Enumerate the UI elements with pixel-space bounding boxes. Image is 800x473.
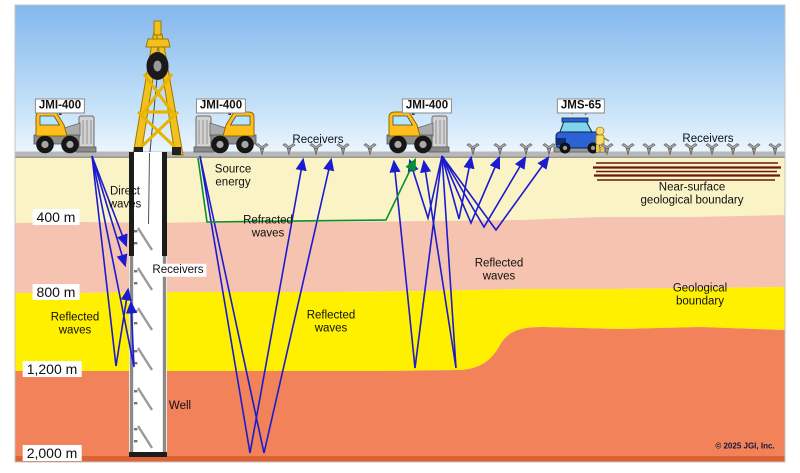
label-direct-waves: Direct waves (108, 185, 142, 211)
vehicle-label-jmi400-1: JMI-400 (34, 98, 86, 114)
depth-marker-400m: 400 m (32, 209, 80, 225)
well-receiver-tools (134, 227, 154, 449)
operator-person (595, 126, 610, 152)
layer-deep-yellow (15, 287, 785, 371)
refracted-wave-line (197, 157, 417, 223)
label-receivers-mid: Receivers (292, 133, 344, 146)
ground-surface (15, 151, 785, 157)
layer-bottom-orange (15, 327, 785, 462)
copyright-notice: © 2025 JGI, Inc. (715, 441, 775, 451)
reflected-wave-lines-right (389, 155, 550, 369)
near-surface-boundary-stripes (593, 162, 781, 181)
deep-boundary-strip (15, 456, 785, 462)
label-reflected-waves-mid: Reflected waves (306, 309, 356, 335)
label-refracted-waves: Refracted waves (243, 214, 293, 240)
derrick (132, 20, 184, 156)
wave-paths (91, 155, 550, 454)
diagram-border (14, 4, 786, 463)
depth-marker-800m: 800 m (32, 284, 80, 300)
depth-marker-2000m: 2,000 m (22, 445, 82, 461)
reflected-wave-lines-mid (199, 155, 335, 454)
label-receivers-right: Receivers (682, 132, 734, 145)
label-well: Well (168, 399, 192, 412)
vehicle-label-jms65: JMS-65 (556, 98, 606, 114)
vehicle-label-jmi400-2: JMI-400 (195, 98, 247, 114)
depth-marker-1200m: 1,200 m (22, 361, 82, 377)
label-reflected-waves-right: Reflected waves (474, 257, 524, 283)
label-geological-boundary: Geological boundary (672, 282, 728, 308)
vehicle-label-jmi400-3: JMI-400 (401, 98, 453, 114)
label-receivers-well: Receivers (149, 263, 207, 277)
recorder-vehicle-jms65 (553, 103, 607, 154)
layer-mid-pink (15, 215, 785, 293)
label-reflected-waves-left: Reflected waves (50, 311, 100, 337)
label-source-energy: Source energy (214, 163, 252, 189)
direct-wave-lines (91, 155, 128, 268)
reflected-wave-lines-left (91, 155, 138, 368)
label-near-surface-boundary: Near-surface geological boundary (640, 181, 744, 207)
